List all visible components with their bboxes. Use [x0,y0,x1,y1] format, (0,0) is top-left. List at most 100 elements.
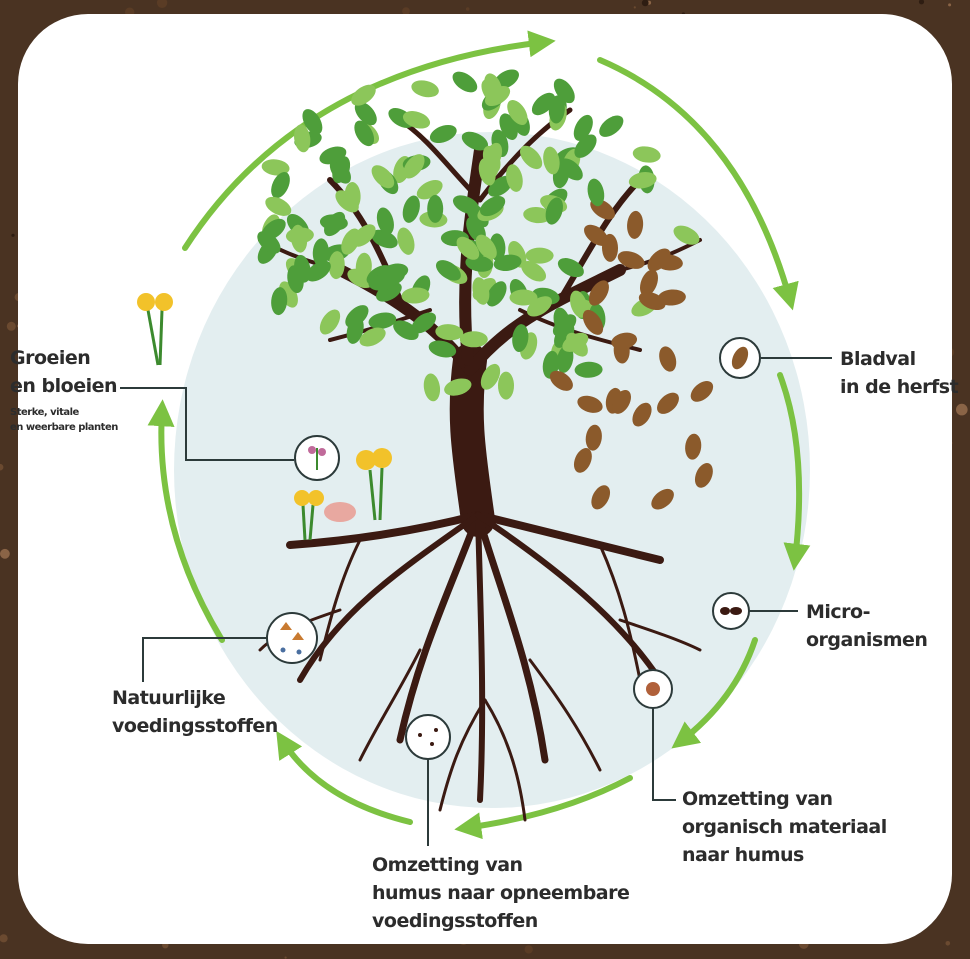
leaf [582,309,604,335]
connector-lines [120,357,832,846]
falling-leaf [613,337,630,364]
leaf [531,92,556,116]
leaf [521,260,547,282]
soil-speck [918,0,925,5]
root [618,618,702,652]
leaf [319,309,341,335]
arrow-right-lower [671,637,758,749]
connector-natuurlijke [142,637,267,682]
leaf [411,312,437,334]
soil-speck [956,403,968,416]
leaf [486,281,507,307]
leaf-icon [719,337,761,379]
root [483,698,527,822]
leaf [587,178,605,207]
label-omzetting-humus-line1: Omzetting van [372,854,523,876]
leaf [452,71,478,93]
leaf [265,196,292,216]
label-groeien-sub-line2: en weerbare planten [10,422,118,433]
leaf [482,145,501,173]
leaf [319,214,348,231]
leaf [574,134,597,158]
label-natuurlijke-line1: Natuurlijke [112,687,226,709]
leaf [480,363,501,390]
leaf [354,101,377,126]
leaf [346,316,364,344]
falling-leaf [591,485,611,510]
leaf [411,80,439,98]
connector-groeien [120,387,294,461]
soil-icon [405,714,451,760]
leaf [647,248,671,272]
leaf [444,378,472,396]
leaf [588,280,609,306]
tree-roots [258,511,702,822]
leaf [632,146,661,163]
leaf [673,225,700,245]
connector-omzetting-org [652,708,676,801]
leaf [493,254,522,271]
falling-leaf [690,381,714,402]
label-omzetting-organisch: Omzetting van organisch materiaal naar h… [682,785,887,869]
leaf [543,146,560,175]
arrow-top-left [182,30,556,251]
root [475,512,486,803]
label-groeien-sub-line1: Sterke, vitale [10,407,79,418]
leaf [359,327,386,347]
leaf [553,307,571,336]
leaf [368,274,397,291]
arrow-bottom-right [454,775,633,840]
leaf [328,251,345,280]
leaf [484,85,511,107]
leaf [498,371,514,400]
leaf [475,234,497,260]
label-groeien-sub: Sterke, vitale en weerbare planten [10,405,118,435]
soil-speck [11,233,15,237]
label-groeien-line1: Groeien [10,347,91,369]
label-bladval-line1: Bladval [840,348,916,370]
label-omzetting-organisch-line1: Omzetting van [682,788,833,810]
falling-leaf [685,433,702,460]
leaf [393,320,419,341]
leaf [570,290,588,318]
root [438,698,487,812]
root [286,511,482,549]
leaf [354,120,375,147]
leaf [302,109,323,135]
leaf [429,125,457,143]
arrow-right-upper [777,372,811,571]
falling-leaf [585,424,602,451]
leaf [599,115,624,137]
soil-speck [0,934,8,943]
leaf [566,332,588,357]
leaf [452,195,480,215]
leaf [435,260,461,281]
leaf [435,324,464,341]
flower-small-icon [294,435,340,481]
root [598,543,642,682]
leaf [403,154,425,179]
label-natuurlijke: Natuurlijke voedingsstoffen [112,684,278,740]
label-groeien: Groeien en bloeien [10,344,118,400]
leaf [294,124,311,153]
root [297,512,481,683]
leaf [545,197,563,225]
falling-leaf [694,463,713,488]
leaf [397,227,415,255]
leaf [584,224,609,246]
leaf [371,165,395,189]
leaf [347,268,374,289]
tree [257,69,714,822]
humus-icon [633,669,673,709]
leaf [627,210,644,239]
leaf [428,340,457,358]
label-groeien-line2: en bloeien [10,375,118,397]
leaf [376,207,394,235]
falling-leaf [657,392,679,414]
falling-leaf [612,389,631,414]
leaf [423,373,441,402]
root [474,511,664,564]
flower-cluster [294,448,392,541]
